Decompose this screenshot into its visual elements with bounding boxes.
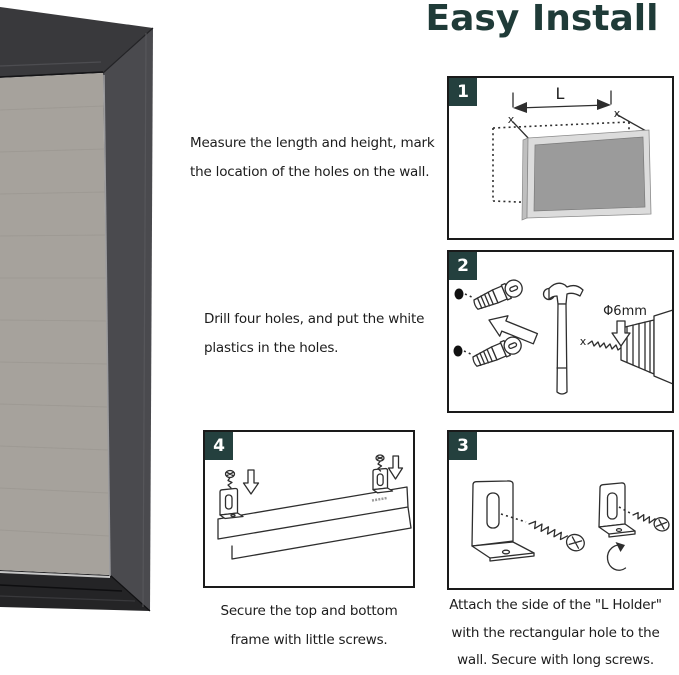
step-2-instructions: Drill four holes, and put the white plas… — [204, 305, 424, 363]
frame-inner-lip-right — [103, 74, 111, 577]
step-1-instructions: Measure the length and height, mark the … — [190, 129, 435, 187]
step-1-badge: 1 — [449, 78, 477, 106]
step-4-caption: Secure the top and bottom frame with lit… — [197, 597, 421, 655]
step-1-text-line-1: Measure the length and height, mark — [190, 135, 435, 151]
little-screw-right-icon — [375, 454, 385, 472]
corner-mark-right: x — [614, 107, 621, 120]
miter-seam-top — [102, 27, 154, 74]
corner-mark-left: x — [508, 113, 515, 126]
drilled-hole-dot — [453, 345, 463, 357]
direction-arrow-icon — [488, 315, 539, 345]
down-arrow-icon — [611, 320, 631, 347]
drill-diameter-label: Φ6mm — [603, 304, 647, 319]
mounted-board — [521, 129, 652, 221]
frame-bevel-bottom-shadow — [0, 584, 123, 592]
down-arrow-left-icon — [242, 469, 260, 495]
l-holder-small-icon — [598, 482, 636, 538]
drill-bit-icon — [587, 340, 623, 351]
step-3-panel: 3 — [447, 430, 674, 590]
drill-point-mark: x — [580, 335, 587, 348]
screw-guide-dotted-line — [500, 513, 527, 523]
drill-icon — [620, 309, 672, 385]
step-2-text-line-2: plastics in the holes. — [204, 340, 339, 356]
l-holder-left-icon — [219, 487, 244, 520]
rotate-arrow-icon — [606, 542, 627, 571]
frame-bevel-right — [142, 32, 147, 608]
dimension-label: L — [556, 84, 565, 103]
step-4-caption-line-1: Secure the top and bottom — [220, 603, 398, 619]
dashed-wall-outline — [492, 121, 630, 207]
long-screw-right-icon — [632, 511, 670, 532]
down-arrow-right-icon — [387, 455, 404, 480]
product-photo — [0, 0, 156, 613]
l-holder-large-icon — [471, 480, 535, 562]
frame-inner-lip-silver — [0, 571, 111, 578]
step-2-text-line-1: Drill four holes, and put the white — [204, 311, 425, 327]
step-1-text-line-2: the location of the holes on the wall. — [190, 164, 430, 180]
step-4-panel: 4 — [203, 430, 415, 588]
step-2-diagram: x Φ6mm — [453, 279, 672, 395]
frame-top-rail — [217, 486, 412, 560]
screw-guide-dotted-line — [618, 506, 631, 514]
wall-anchor-bottom-icon — [453, 336, 522, 367]
board-frame-top-bar — [0, 7, 153, 78]
dimension-arrow — [512, 90, 612, 113]
step-4-badge: 4 — [205, 432, 233, 460]
step-2-panel: 2 — [447, 250, 674, 413]
step-2-badge: 2 — [449, 252, 477, 280]
step-1-diagram: L x x — [492, 84, 652, 221]
framed-board-image — [0, 7, 154, 612]
marking-lines — [512, 113, 647, 141]
step-4-diagram — [217, 454, 412, 560]
board-fabric — [0, 73, 110, 575]
step-3-badge: 3 — [449, 432, 477, 460]
wall-anchor-top-icon — [454, 279, 523, 310]
l-holder-right-icon — [372, 467, 394, 494]
step-4-caption-line-2: frame with little screws. — [230, 632, 388, 648]
step-3-diagram — [471, 480, 670, 571]
little-screw-left-icon — [224, 469, 236, 489]
long-screw-left-icon — [528, 520, 585, 552]
step-1-panel: 1 L x x — [447, 76, 674, 240]
step-3-caption-line-1: Attach the side of the "L Holder" — [449, 597, 662, 613]
step-3-caption-line-3: wall. Secure with long screws. — [457, 652, 654, 668]
frame-bevel-bottom-light — [0, 595, 136, 602]
frame-inner-edge-top — [0, 71, 104, 78]
board-frame-right-bar — [103, 28, 153, 611]
step-3-caption-line-2: with the rectangular hole to the — [451, 624, 660, 641]
hammer-icon — [542, 282, 584, 395]
fabric-weave-texture — [0, 105, 110, 537]
frame-bevel-top — [0, 61, 102, 67]
frame-brand-mark — [371, 496, 388, 502]
step-3-caption: Attach the side of the "L Holder" with t… — [432, 592, 679, 675]
page-title: Easy Install — [425, 0, 659, 39]
drilled-hole-dot — [454, 288, 464, 300]
